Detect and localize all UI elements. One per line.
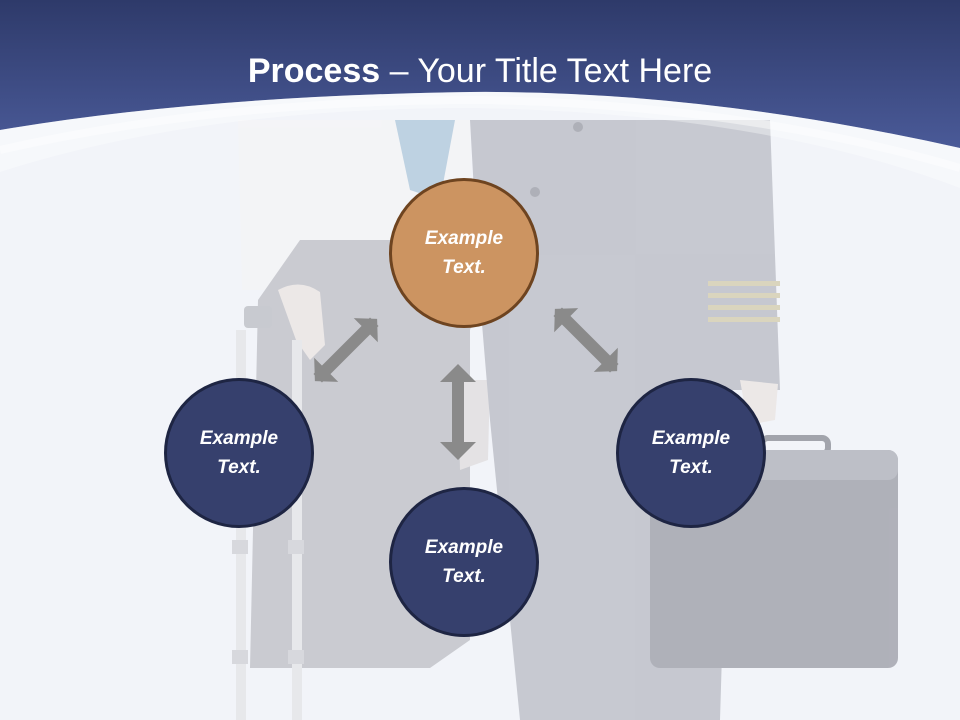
header-swoosh [0, 91, 960, 188]
node-left: Example Text. [164, 378, 314, 528]
node-left-line1: Example [199, 428, 279, 449]
node-right-line1: Example [651, 428, 731, 449]
title-bold: Process [247, 52, 381, 90]
node-bottom-line1: Example [424, 537, 504, 558]
node-top: Example Text. [389, 178, 539, 328]
node-bottom: Example Text. [389, 487, 539, 637]
arrow-vertical [440, 364, 476, 460]
node-right-line2: Text. [669, 457, 713, 478]
node-bottom-line2: Text. [442, 566, 486, 587]
node-right: Example Text. [616, 378, 766, 528]
node-top-line1: Example [424, 228, 504, 249]
slide-title: Process – Your Title Text Here [0, 52, 960, 91]
header-band [0, 0, 960, 148]
node-top-line2: Text. [442, 257, 486, 278]
title-rest: – Your Title Text Here [380, 52, 713, 90]
node-left-line2: Text. [217, 457, 261, 478]
